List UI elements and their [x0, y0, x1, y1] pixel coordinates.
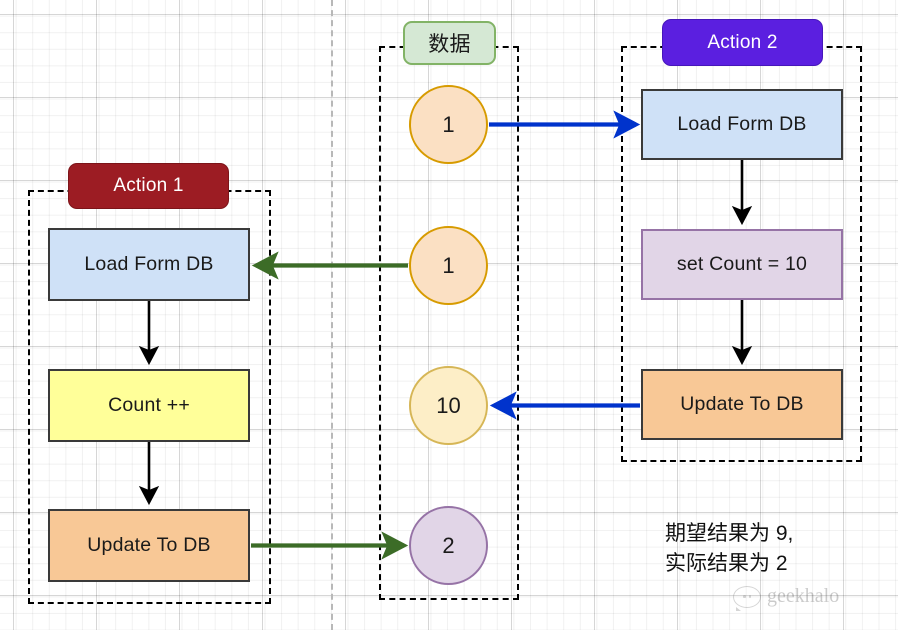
action2-node-update-to-db-label: Update To DB — [680, 393, 804, 415]
group-label-data-text: 数据 — [428, 33, 471, 56]
action1-node-load-form-db-label: Load Form DB — [84, 253, 214, 275]
data-circle-value-1-top[interactable]: 1 — [409, 85, 488, 164]
action1-node-count-increment-label: Count ++ — [108, 394, 190, 416]
wechat-bubble-icon — [733, 585, 761, 611]
group-label-action-2: Action 2 — [662, 19, 823, 66]
action2-node-load-form-db-label: Load Form DB — [677, 113, 807, 135]
action1-node-update-to-db[interactable]: Update To DB — [48, 509, 250, 582]
action2-node-update-to-db[interactable]: Update To DB — [641, 369, 843, 440]
data-circle-value-1-top-label: 1 — [442, 111, 455, 137]
action2-node-set-count-label: set Count = 10 — [676, 253, 808, 275]
action1-node-load-form-db[interactable]: Load Form DB — [48, 228, 250, 301]
group-label-action-2-text: Action 2 — [707, 31, 778, 53]
group-label-action-1-text: Action 1 — [113, 175, 184, 196]
action1-node-count-increment[interactable]: Count ++ — [48, 369, 250, 442]
action2-node-set-count[interactable]: set Count = 10 — [641, 229, 843, 300]
data-circle-value-10[interactable]: 10 — [409, 366, 488, 445]
data-circle-value-1-second[interactable]: 1 — [409, 226, 488, 305]
data-circle-value-10-label: 10 — [436, 392, 461, 418]
result-note: 期望结果为 9, 实际结果为 2 — [665, 522, 794, 575]
data-circle-value-2-label: 2 — [442, 532, 455, 558]
group-label-action-1: Action 1 — [68, 163, 229, 209]
action2-node-load-form-db[interactable]: Load Form DB — [641, 89, 843, 160]
group-label-data: 数据 — [403, 21, 496, 65]
watermark-text: geekhalo — [767, 585, 840, 607]
watermark: geekhalo — [733, 585, 840, 611]
data-circle-value-2[interactable]: 2 — [409, 506, 488, 585]
data-circle-value-1-second-label: 1 — [442, 252, 455, 278]
page-break-line — [331, 0, 333, 630]
action1-node-update-to-db-label: Update To DB — [87, 534, 211, 556]
